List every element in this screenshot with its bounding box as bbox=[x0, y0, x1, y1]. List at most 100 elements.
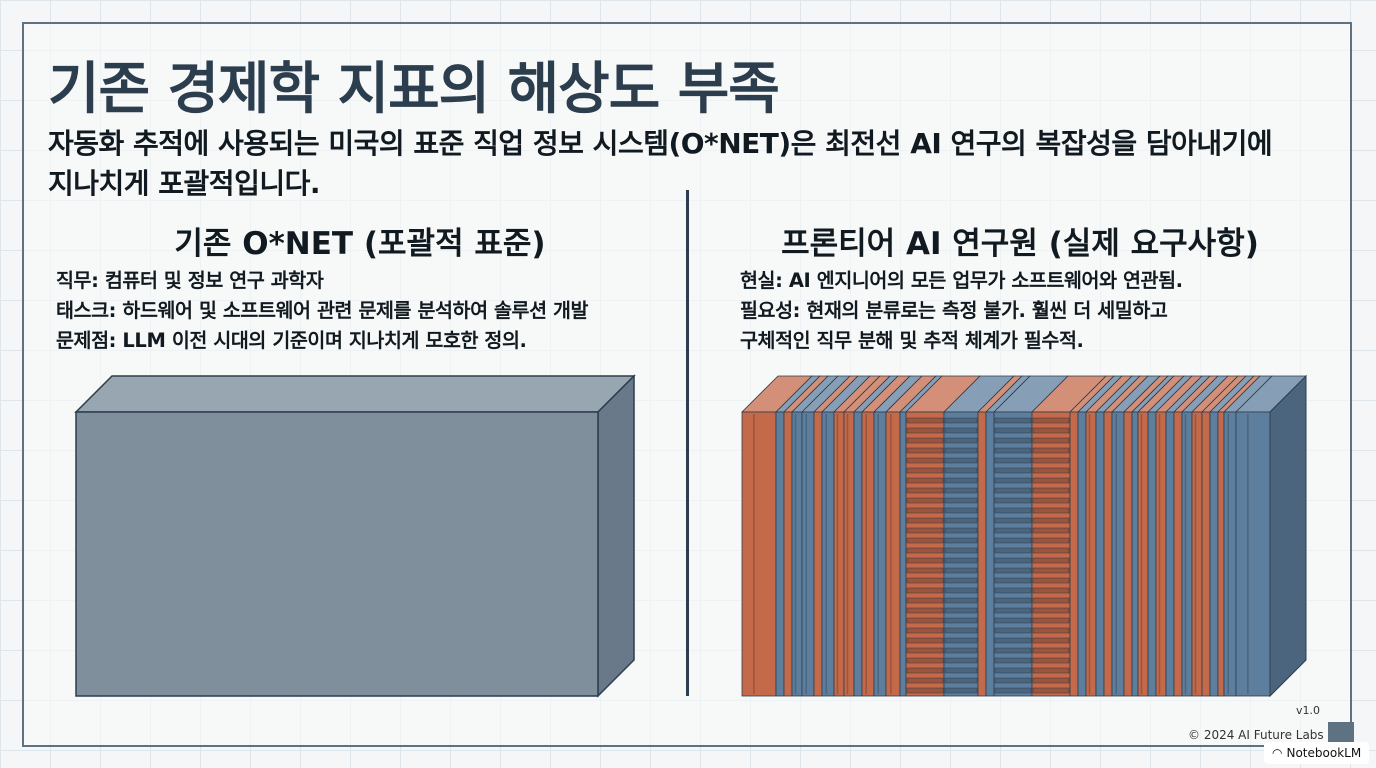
slice-front bbox=[1095, 411, 1105, 697]
version-label: v1.0 bbox=[1296, 704, 1321, 717]
slice-layer bbox=[906, 527, 944, 534]
slice-layer bbox=[1032, 507, 1070, 514]
slice-front bbox=[1191, 411, 1203, 697]
monolith-top-face bbox=[74, 375, 636, 413]
slice-front bbox=[813, 411, 823, 697]
slice-layer bbox=[944, 657, 978, 664]
slice-layer bbox=[1032, 457, 1070, 464]
slice-layer bbox=[906, 647, 944, 654]
slice-layer bbox=[944, 537, 978, 544]
slice-layer bbox=[994, 567, 1032, 574]
left-line-job: 직무: 컴퓨터 및 정보 연구 과학자 bbox=[56, 269, 324, 292]
slice-layer bbox=[1032, 597, 1070, 604]
slice-28 bbox=[1137, 375, 1185, 697]
slice-3 bbox=[791, 375, 839, 697]
slice-front bbox=[741, 411, 777, 697]
slice-layer bbox=[994, 687, 1032, 694]
slice-layer bbox=[944, 507, 978, 514]
slice-front bbox=[1235, 411, 1271, 697]
slice-layer bbox=[1032, 587, 1070, 594]
slice-layer bbox=[906, 427, 944, 434]
slice-layer bbox=[944, 627, 978, 634]
slice-front bbox=[1069, 411, 1079, 697]
slice-layer bbox=[944, 417, 978, 424]
slice-layer bbox=[906, 467, 944, 474]
slice-front bbox=[783, 411, 793, 697]
monolith-front-face bbox=[75, 411, 599, 697]
slice-6 bbox=[821, 375, 871, 697]
slice-layer bbox=[994, 647, 1032, 654]
slice-layer bbox=[1032, 537, 1070, 544]
slice-front bbox=[853, 411, 863, 697]
slice-front bbox=[1103, 411, 1113, 697]
slice-layer bbox=[944, 517, 978, 524]
slice-layer bbox=[944, 647, 978, 654]
slice-layer bbox=[994, 507, 1032, 514]
right-description: 현실: AI 엔지니어의 모든 업무가 소프트웨어와 연관됨. 필요성: 현재의… bbox=[740, 266, 1340, 356]
slice-front bbox=[1077, 411, 1087, 697]
slice-front bbox=[873, 411, 887, 697]
slice-layer bbox=[944, 587, 978, 594]
slice-layer bbox=[906, 457, 944, 464]
slice-33 bbox=[1181, 375, 1229, 697]
slice-front bbox=[985, 411, 995, 697]
slice-layer bbox=[1032, 567, 1070, 574]
monolith-side-face bbox=[597, 374, 635, 698]
slice-layer bbox=[994, 437, 1032, 444]
slice-layer bbox=[906, 657, 944, 664]
notebooklm-label: NotebookLM bbox=[1286, 746, 1362, 760]
slice-front bbox=[885, 411, 901, 697]
slice-layer bbox=[944, 637, 978, 644]
slice-front bbox=[1085, 411, 1097, 697]
slice-19 bbox=[1031, 375, 1107, 697]
slice-layer bbox=[944, 447, 978, 454]
slice-layer bbox=[1032, 517, 1070, 524]
slice-front bbox=[1147, 411, 1157, 697]
slice-layer bbox=[1032, 577, 1070, 584]
slice-layer bbox=[944, 487, 978, 494]
slice-layer bbox=[1032, 667, 1070, 674]
slice-layer bbox=[994, 487, 1032, 494]
slice-layer bbox=[1032, 417, 1070, 424]
slice-front bbox=[1111, 411, 1125, 697]
right-column-heading: 프론티어 AI 연구원 (실제 요구사항) bbox=[781, 226, 1259, 262]
slice-layer bbox=[1032, 467, 1070, 474]
notebooklm-icon: ◠ bbox=[1272, 746, 1283, 760]
slice-front bbox=[1155, 411, 1167, 697]
slice-layer bbox=[906, 667, 944, 674]
slice-layer bbox=[994, 577, 1032, 584]
column-divider bbox=[686, 190, 689, 696]
slice-10 bbox=[861, 375, 911, 697]
slice-layer bbox=[1032, 427, 1070, 434]
slice-layer bbox=[1032, 447, 1070, 454]
slice-layer bbox=[994, 497, 1032, 504]
slice-layer bbox=[906, 487, 944, 494]
slice-front bbox=[1123, 411, 1133, 697]
slice-layer bbox=[944, 687, 978, 694]
slice-layer bbox=[1032, 627, 1070, 634]
slice-layer bbox=[1032, 687, 1070, 694]
slice-layer bbox=[906, 577, 944, 584]
slice-layer bbox=[994, 527, 1032, 534]
slice-layer bbox=[994, 517, 1032, 524]
right-line-reality: 현실: AI 엔지니어의 모든 업무가 소프트웨어와 연관됨. bbox=[740, 269, 1183, 292]
left-description: 직무: 컴퓨터 및 정보 연구 과학자 태스크: 하드웨어 및 소프트웨어 관련… bbox=[56, 266, 686, 356]
slice-layer bbox=[994, 537, 1032, 544]
slice-layer bbox=[994, 637, 1032, 644]
slice-layer bbox=[1032, 677, 1070, 684]
right-line-need-2: 구체적인 직무 분해 및 추적 체계가 필수적. bbox=[740, 329, 1084, 352]
slice-7 bbox=[833, 375, 881, 697]
slice-layer bbox=[906, 567, 944, 574]
slice-layer bbox=[944, 597, 978, 604]
slice-front bbox=[1181, 411, 1193, 697]
right-line-need-1: 필요성: 현재의 분류로는 측정 불가. 훨씬 더 세밀하고 bbox=[740, 299, 1168, 322]
slice-layer bbox=[994, 427, 1032, 434]
slice-layer bbox=[906, 537, 944, 544]
left-column-heading: 기존 O*NET (포괄적 표준) bbox=[174, 226, 546, 262]
slice-layer bbox=[994, 657, 1032, 664]
slice-layer bbox=[906, 497, 944, 504]
slice-layer bbox=[994, 557, 1032, 564]
slice-front bbox=[943, 411, 979, 697]
slice-front bbox=[977, 411, 987, 697]
monolith-block bbox=[74, 374, 636, 698]
